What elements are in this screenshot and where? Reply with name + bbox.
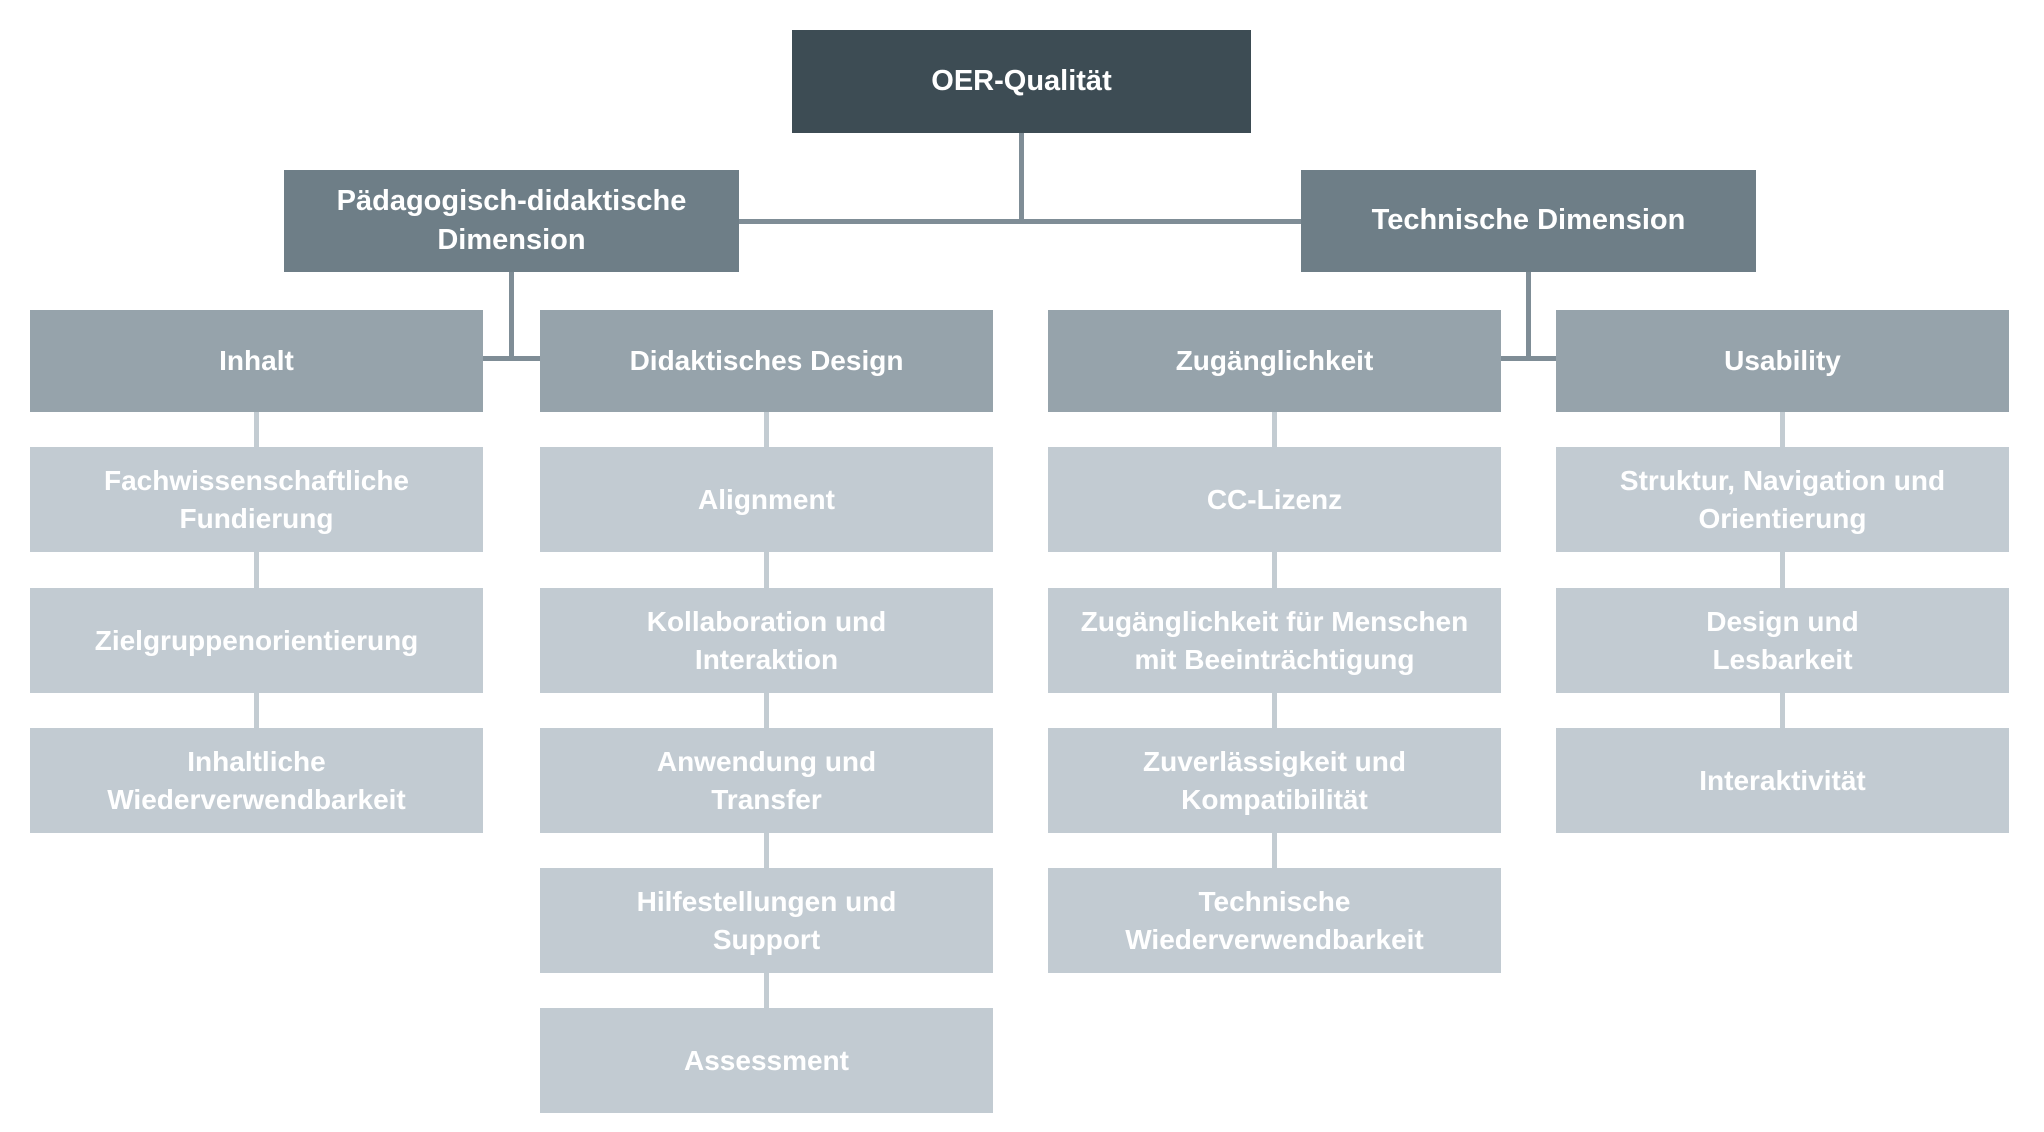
node-inhaltliche-wiederverwendbarkeit: Inhaltliche Wiederverwendbarkeit: [30, 728, 483, 833]
connector-usability-1: [1780, 412, 1785, 447]
connector-zugaenglichkeit-4: [1272, 833, 1277, 868]
node-fachwissenschaftliche-fundierung: Fachwissenschaftliche Fundierung: [30, 447, 483, 552]
connector-didaktik-3: [764, 693, 769, 728]
connector-paedagogisch-vertical: [509, 272, 514, 361]
node-inhalt: Inhalt: [30, 310, 483, 412]
connector-didaktik-5: [764, 973, 769, 1008]
node-paedagogisch-didaktische-dimension: Pädagogisch-didaktische Dimension: [284, 170, 739, 272]
connector-root-horizontal: [739, 219, 1301, 224]
connector-root-vertical: [1019, 133, 1024, 224]
node-zuverlaessigkeit-und-kompatibilitaet: Zuverlässigkeit und Kompatibilität: [1048, 728, 1501, 833]
node-zugaenglichkeit: Zugänglichkeit: [1048, 310, 1501, 412]
node-zugaenglichkeit-fuer-menschen-mit-beeintraechtigung: Zugänglichkeit für Menschen mit Beeinträ…: [1048, 588, 1501, 693]
connector-technisch-horizontal: [1501, 356, 1556, 361]
node-interaktivitaet: Interaktivität: [1556, 728, 2009, 833]
connector-zugaenglichkeit-1: [1272, 412, 1277, 447]
connector-inhalt-3: [254, 693, 259, 728]
node-anwendung-und-transfer: Anwendung und Transfer: [540, 728, 993, 833]
connector-didaktik-1: [764, 412, 769, 447]
connector-zugaenglichkeit-2: [1272, 552, 1277, 588]
connector-didaktik-2: [764, 552, 769, 588]
node-oer-qualitaet: OER-Qualität: [792, 30, 1251, 133]
connector-paedagogisch-horizontal: [483, 356, 540, 361]
connector-zugaenglichkeit-3: [1272, 693, 1277, 728]
node-technische-wiederverwendbarkeit: Technische Wiederverwendbarkeit: [1048, 868, 1501, 973]
node-zielgruppenorientierung: Zielgruppenorientierung: [30, 588, 483, 693]
node-kollaboration-und-interaktion: Kollaboration und Interaktion: [540, 588, 993, 693]
node-usability: Usability: [1556, 310, 2009, 412]
connector-technisch-vertical: [1526, 272, 1531, 361]
connector-usability-2: [1780, 552, 1785, 588]
node-hilfestellungen-und-support: Hilfestellungen und Support: [540, 868, 993, 973]
node-struktur-navigation-und-orientierung: Struktur, Navigation und Orientierung: [1556, 447, 2009, 552]
node-didaktisches-design: Didaktisches Design: [540, 310, 993, 412]
node-assessment: Assessment: [540, 1008, 993, 1113]
node-alignment: Alignment: [540, 447, 993, 552]
node-technische-dimension: Technische Dimension: [1301, 170, 1756, 272]
connector-inhalt-1: [254, 412, 259, 447]
node-cc-lizenz: CC-Lizenz: [1048, 447, 1501, 552]
connector-didaktik-4: [764, 833, 769, 868]
node-design-und-lesbarkeit: Design und Lesbarkeit: [1556, 588, 2009, 693]
connector-inhalt-2: [254, 552, 259, 588]
connector-usability-3: [1780, 693, 1785, 728]
